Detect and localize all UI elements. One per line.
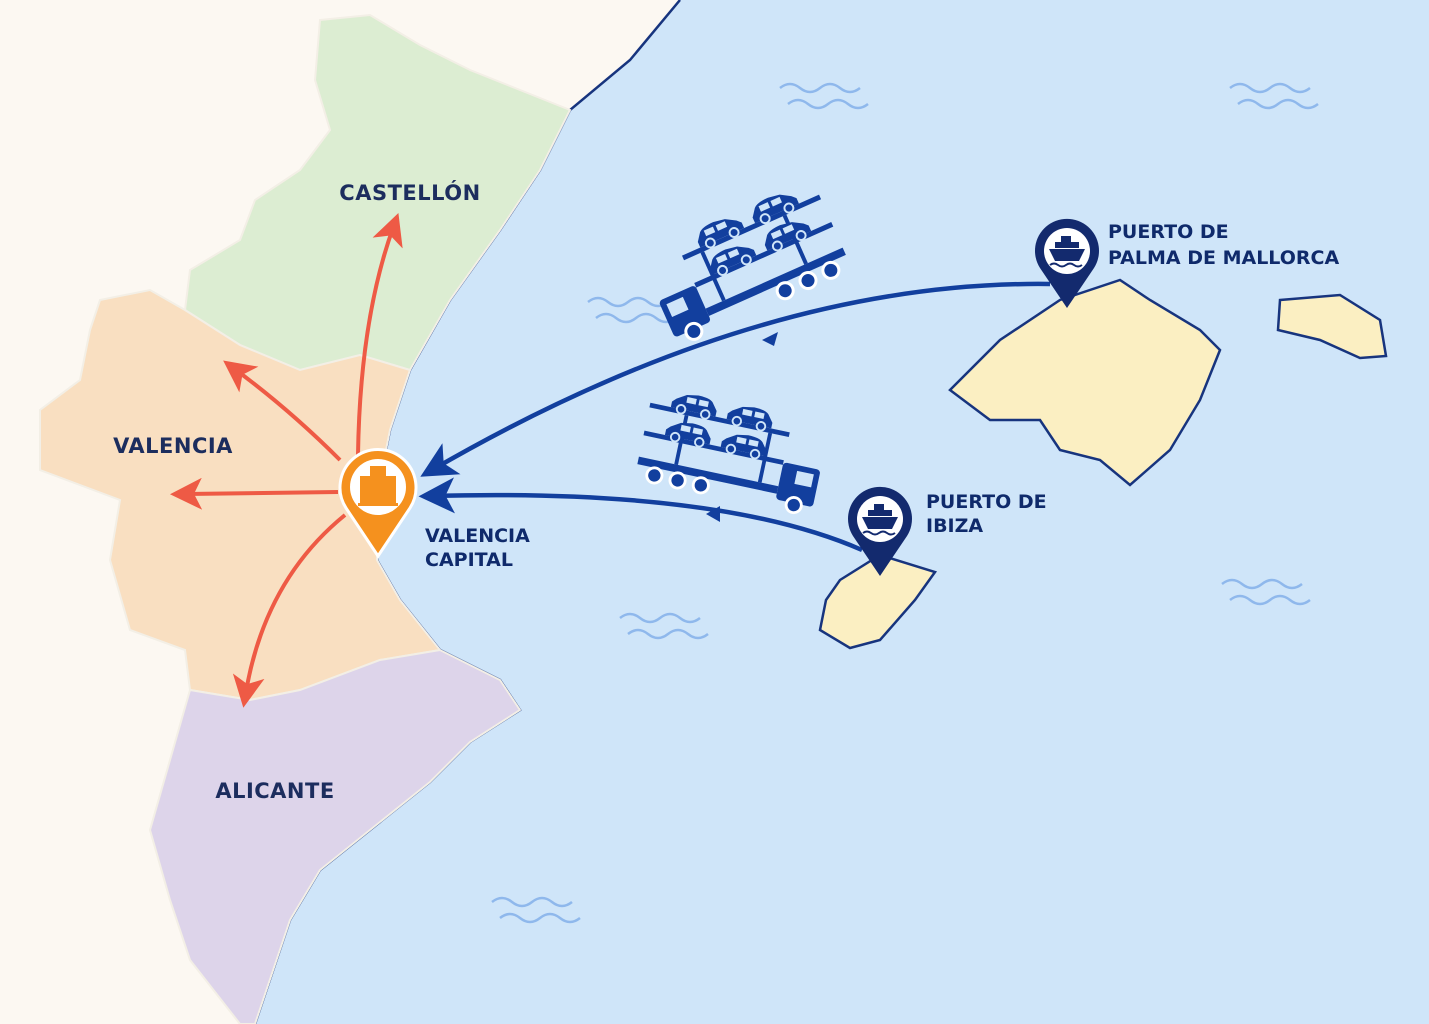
building-icon xyxy=(358,466,398,506)
arrow-to-valencia-north xyxy=(223,360,342,462)
island-menorca[interactable] xyxy=(1276,293,1388,360)
region-label-castellon: CASTELLÓN xyxy=(339,180,480,205)
arrow-to-alicante xyxy=(232,513,347,708)
port-label-ibiza-line2: IBIZA xyxy=(926,515,983,537)
shipping-routes xyxy=(418,281,1051,553)
island-ibiza[interactable] xyxy=(818,553,938,650)
port-label-ibiza-line1: PUERTO DE xyxy=(926,491,1047,513)
sea xyxy=(255,0,1429,1024)
region-alicante[interactable] xyxy=(148,648,522,1024)
ship-icon xyxy=(1049,236,1085,268)
region-label-valencia: VALENCIA xyxy=(113,434,233,458)
port-label-palma-line1: PUERTO DE xyxy=(1108,221,1229,243)
route-direction-icon xyxy=(706,506,720,522)
ship-icon xyxy=(862,504,898,536)
port-pin-palma[interactable] xyxy=(1035,218,1099,308)
arrow-to-castellon xyxy=(356,212,403,456)
island-mallorca[interactable] xyxy=(948,278,1222,487)
route-ibiza-valencia xyxy=(418,477,863,553)
arrow-to-valencia-west xyxy=(170,477,339,510)
port-label-palma-line2: PALMA DE MALLORCA xyxy=(1108,247,1339,269)
port-pin-ibiza[interactable] xyxy=(848,486,912,576)
distribution-arrows xyxy=(170,212,403,708)
hub-label-line1: VALENCIA xyxy=(425,525,530,547)
region-label-alicante: ALICANTE xyxy=(215,779,334,803)
route-palma-valencia xyxy=(420,281,1051,477)
route-direction-icon xyxy=(762,332,778,346)
hub-label-line2: CAPITAL xyxy=(425,549,513,571)
hub-pin[interactable] xyxy=(338,448,418,559)
